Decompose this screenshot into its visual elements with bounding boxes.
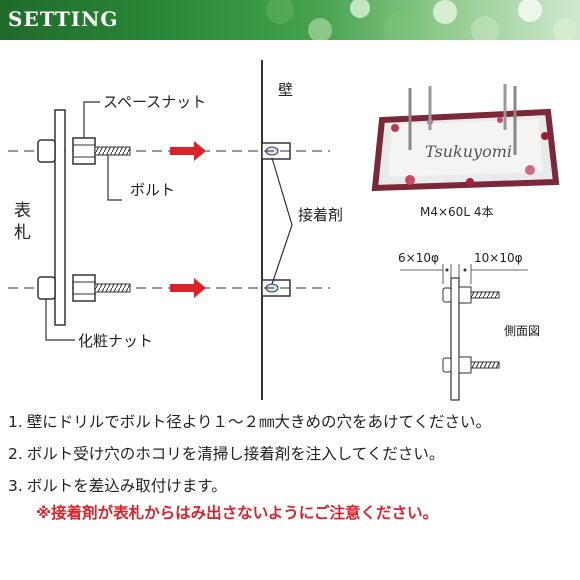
side-view — [400, 264, 528, 401]
warning-note: ※接着剤が表札からはみ出さないようにご注意ください。 — [36, 504, 438, 523]
side-dim-left: 6×10φ — [398, 251, 439, 265]
bolt-spec-label: M4×60L 4本 — [420, 205, 493, 219]
wall-label: 壁 — [278, 81, 293, 99]
step-number: 1. — [8, 413, 23, 431]
step-number: 2. — [8, 444, 23, 463]
header-decoration — [266, 0, 577, 40]
step-3: 3.ボルトを差込み取付けます。 — [8, 476, 573, 496]
step-2: 2.ボルト受け穴のホコリを清掃し接着剤を注入してください。 — [8, 444, 573, 464]
space-nut-bottom — [72, 274, 96, 302]
section-header: SETTING — [0, 0, 580, 40]
side-view-label: 側面図 — [504, 324, 540, 338]
space-nut-label: スペースナット — [103, 93, 206, 111]
adhesive-label: 接着剤 — [298, 206, 343, 224]
wall — [261, 60, 263, 400]
nameplate — [54, 109, 66, 326]
step-text: 壁にドリルでボルト径より１～２㎜大きめの穴をあけてください。 — [26, 413, 492, 431]
space-nut-callout — [83, 101, 100, 138]
bolt-top — [94, 146, 131, 156]
step-text: ボルト受け穴のホコリを清掃し接着剤を注入してください。 — [26, 444, 445, 463]
insert-arrow-top — [170, 141, 206, 161]
cosmetic-nut-top — [37, 139, 56, 163]
plate-label-line1: 表 — [14, 201, 31, 221]
insert-arrow-bottom — [170, 278, 206, 298]
side-dim-right: 10×10φ — [474, 251, 523, 265]
cosmetic-nut-label: 化粧ナット — [78, 332, 153, 350]
product-photo — [370, 73, 565, 200]
cosmetic-nut-bottom — [37, 276, 56, 300]
cosmetic-nut-callout — [45, 299, 75, 341]
bolt-label: ボルト — [130, 181, 175, 199]
photo-nameplate-text: Tsukuyomi — [425, 142, 512, 161]
space-nut-top — [72, 137, 96, 165]
bolt-callout — [107, 155, 122, 201]
header-title: SETTING — [8, 7, 119, 31]
adhesive-pointer — [271, 157, 293, 285]
plate-label-line2: 札 — [14, 223, 31, 243]
instruction-list: 1.壁にドリルでボルト径より１～２㎜大きめの穴をあけてください。 2.ボルト受け… — [8, 413, 573, 523]
installation-diagram: 壁 接着剤 表 札 — [8, 60, 565, 401]
step-number: 3. — [8, 476, 23, 495]
step-1: 1.壁にドリルでボルト径より１～２㎜大きめの穴をあけてください。 — [8, 413, 573, 432]
step-text: ボルトを差込み取付けます。 — [26, 476, 227, 495]
bolt-bottom — [94, 283, 131, 293]
